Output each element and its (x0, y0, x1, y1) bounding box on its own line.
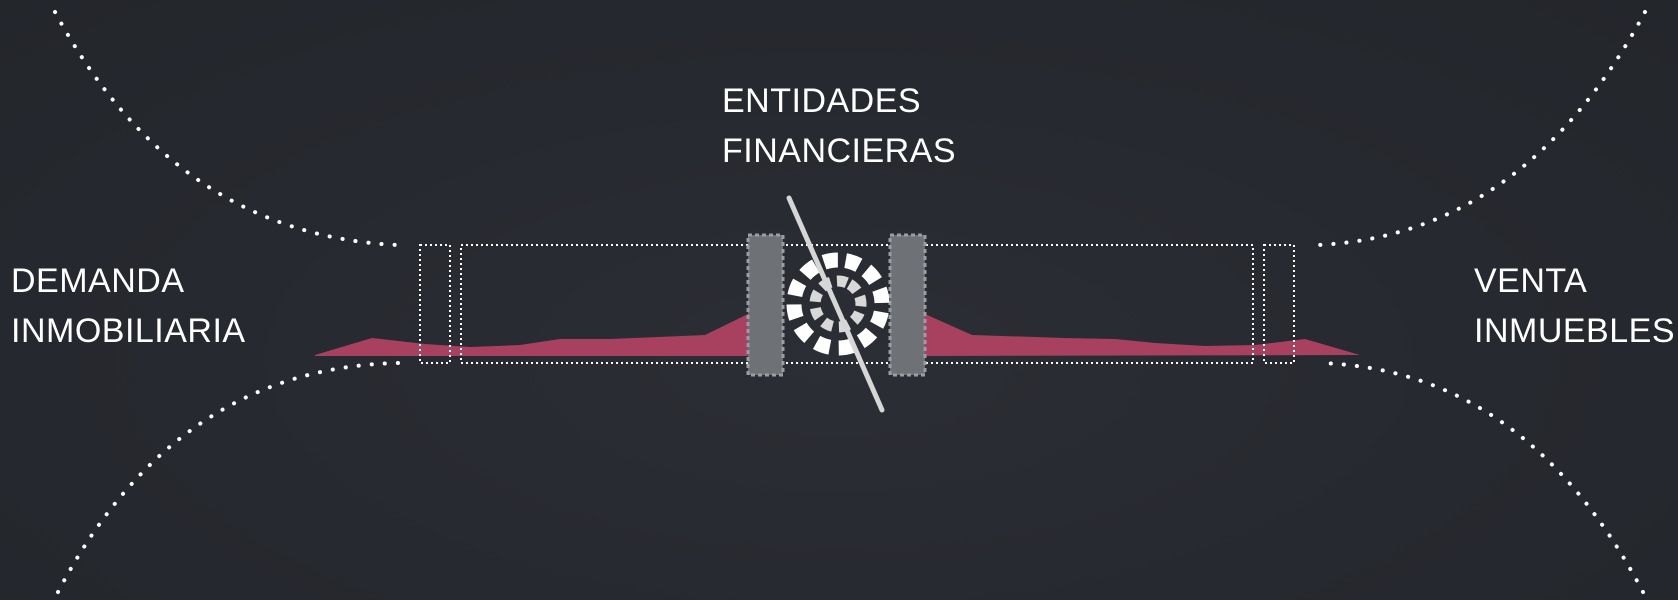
pipeline-frames (419, 244, 1295, 364)
curve-bottom-right (1316, 361, 1645, 594)
pillar-left (746, 233, 785, 377)
label-left-line1: DEMANDA (11, 262, 185, 300)
label-top-line1: ENTIDADES (722, 82, 922, 120)
label-right-line1: VENTA (1474, 262, 1588, 300)
financial-entity-pillars (746, 233, 927, 377)
pillar-right (888, 233, 927, 377)
label-property-sales: VENTA INMUEBLES (1474, 256, 1675, 356)
money-flow-band-right (925, 314, 1360, 356)
curve-top-right (1316, 10, 1647, 247)
label-real-estate-demand: DEMANDA INMOBILIARIA (11, 256, 246, 356)
money-flow-band (315, 314, 748, 356)
curve-bottom-left (56, 361, 400, 594)
spinner-inner-ring (809, 275, 867, 333)
pipeline-gate-right (1263, 244, 1295, 364)
pipeline-gate-left (419, 244, 451, 364)
funnel-curves (53, 10, 1647, 594)
label-financial-entities: ENTIDADES FINANCIERAS (722, 76, 956, 176)
prohibition-slash-icon (786, 195, 885, 413)
curve-top-left (53, 10, 400, 247)
pipeline-main-frame (460, 244, 1254, 364)
label-top-line2: FINANCIERAS (722, 132, 957, 170)
label-right-line2: INMUEBLES (1474, 312, 1675, 350)
label-left-line2: INMOBILIARIA (11, 312, 246, 350)
